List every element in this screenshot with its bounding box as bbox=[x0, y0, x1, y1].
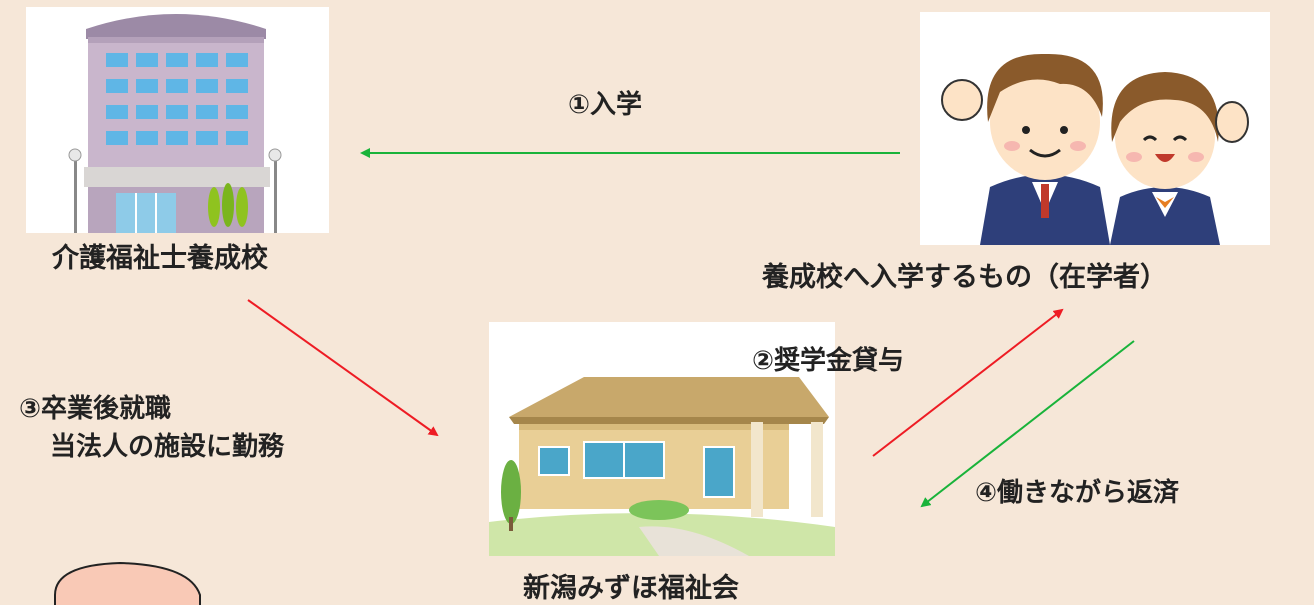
students-label: 養成校へ入学するもの（在学者） bbox=[762, 262, 1167, 293]
enroll-label: ①入学 bbox=[568, 90, 643, 120]
repay-arrow bbox=[920, 340, 1135, 508]
corporation-node bbox=[489, 322, 835, 556]
speech-bubble-shape bbox=[54, 561, 201, 605]
repay-label: ④働きながら返済 bbox=[975, 478, 1180, 508]
scholarship-label: ②奨学金貸与 bbox=[752, 346, 905, 376]
welfare-facility-icon bbox=[489, 322, 835, 556]
employment-label-line2: 当法人の施設に勤務 bbox=[50, 432, 285, 462]
scholarship-arrow bbox=[872, 308, 1064, 457]
school-node bbox=[26, 7, 329, 233]
employment-label-line1: ③卒業後就職 bbox=[19, 394, 172, 424]
employment-arrow bbox=[247, 299, 439, 437]
corporation-label: 新潟みずほ福祉会 bbox=[523, 573, 739, 604]
students-icon bbox=[920, 12, 1270, 245]
students-node bbox=[920, 12, 1270, 245]
school-building-icon bbox=[26, 7, 329, 233]
school-label: 介護福祉士養成校 bbox=[52, 243, 268, 274]
